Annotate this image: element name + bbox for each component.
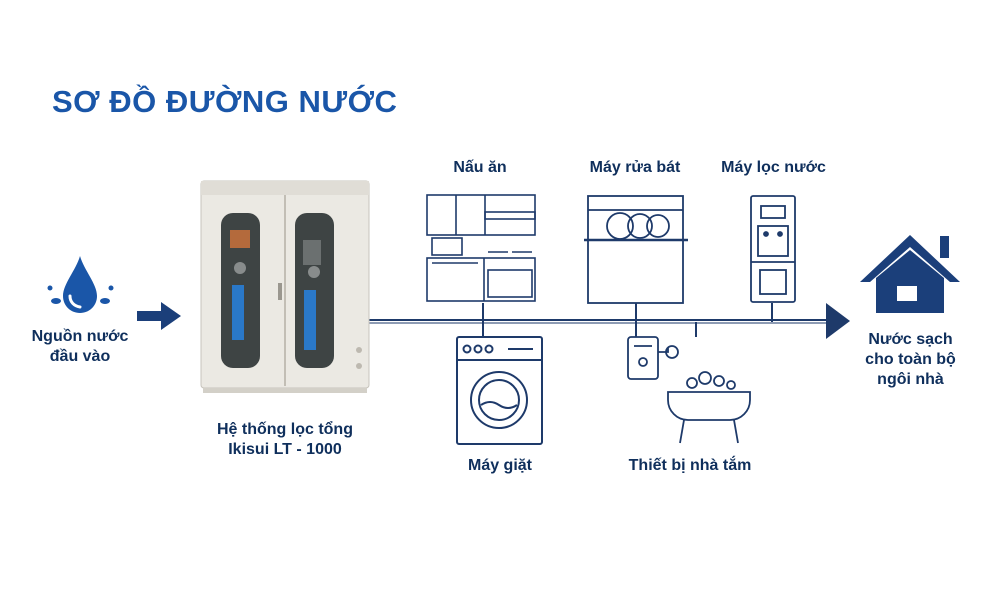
washing-machine-icon xyxy=(456,336,543,445)
output-label-bathroom: Thiết bị nhà tắm xyxy=(628,457,752,474)
source-label-line2: đầu vào xyxy=(49,348,111,365)
output-label-purifier: Máy lọc nước xyxy=(721,159,826,176)
destination-label: Nước sạch cho toàn bộ ngôi nhà xyxy=(838,330,983,390)
house-icon xyxy=(860,235,960,313)
filter-label: Hệ thống lọc tổng Ikisui LT - 1000 xyxy=(175,420,395,460)
filter-label-line2: Ikisui LT - 1000 xyxy=(228,441,342,458)
water-drop-icon xyxy=(47,256,114,313)
filter-cabinet-icon xyxy=(200,180,370,393)
kitchen-icon xyxy=(426,194,536,302)
diagram-title: SƠ ĐỒ ĐƯỜNG NƯỚC xyxy=(52,84,398,119)
dishwasher-icon xyxy=(584,195,688,304)
destination-label-line1: Nước sạch xyxy=(868,331,953,348)
pipe-arrowhead xyxy=(826,303,850,339)
destination-label-line3: ngôi nhà xyxy=(877,371,944,388)
output-label-cooking: Nấu ăn xyxy=(453,159,507,176)
output-label-washing-machine: Máy giặt xyxy=(467,457,532,474)
water-purifier-icon xyxy=(750,195,796,303)
destination-label-line2: cho toàn bộ xyxy=(865,351,956,368)
output-label-dishwasher: Máy rửa bát xyxy=(589,159,681,176)
input-arrow-icon xyxy=(137,302,181,330)
source-label: Nguồn nước đầu vào xyxy=(5,327,155,367)
source-label-line1: Nguồn nước xyxy=(31,328,129,345)
bathroom-icon xyxy=(627,336,751,444)
filter-label-line1: Hệ thống lọc tổng xyxy=(217,421,353,438)
main-pipe xyxy=(368,303,828,337)
